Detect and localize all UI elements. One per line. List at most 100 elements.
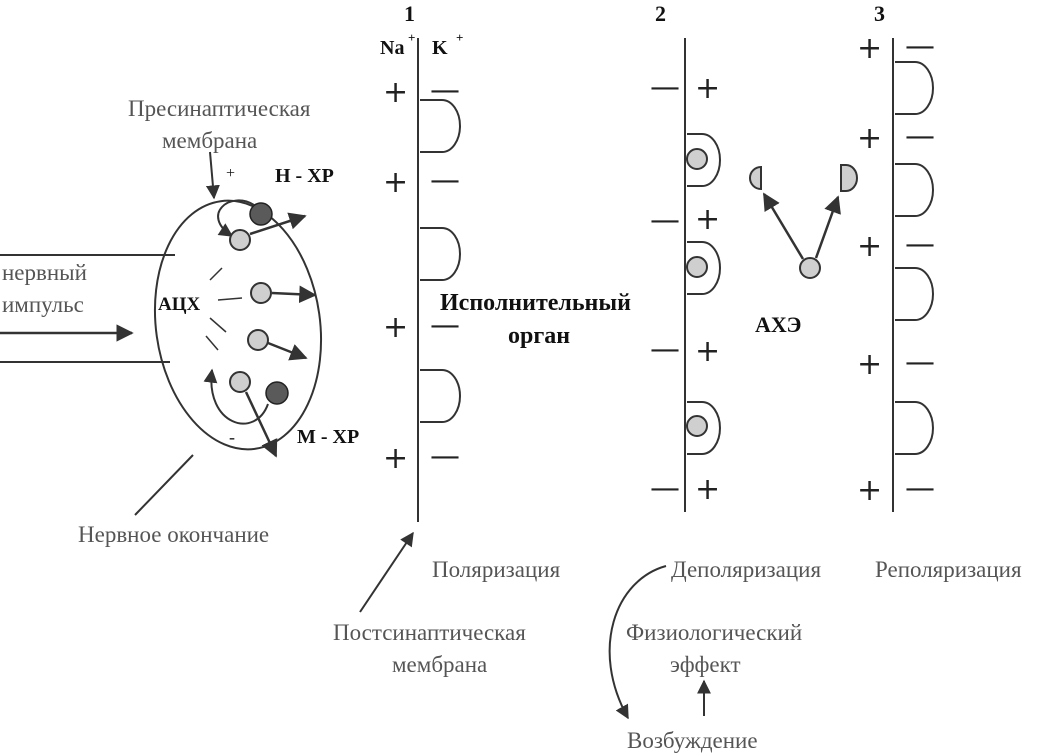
k-ion-label: K xyxy=(432,37,448,59)
plus-sign: + xyxy=(695,472,720,507)
na-ion-label: Na xyxy=(380,37,404,59)
minus-sign: — xyxy=(905,119,935,154)
ach-molecule-icon xyxy=(799,257,821,279)
n-receptor-icon xyxy=(249,202,273,226)
ache-label: АХЭ xyxy=(755,312,801,337)
plus-sign: + xyxy=(857,473,882,508)
plus-sign: + xyxy=(383,165,408,200)
m-receptor-label: М - ХР xyxy=(297,426,359,448)
polarization-label: Поляризация xyxy=(432,557,561,582)
plus-sign: + xyxy=(383,75,408,110)
minus-sign: — xyxy=(650,203,680,238)
bound-ach-icon xyxy=(686,148,708,170)
plus-sign: + xyxy=(695,334,720,369)
minus-sign: — xyxy=(650,70,680,105)
vesicle xyxy=(229,229,251,251)
minus-sign: — xyxy=(905,345,935,380)
ach-dash xyxy=(205,335,219,351)
plus-sign: + xyxy=(857,347,882,382)
minus-sign: — xyxy=(430,163,460,198)
ach-label: АЦХ xyxy=(158,294,201,315)
stage2-number: 2 xyxy=(655,1,666,26)
repolarization-label: Реполяризация xyxy=(875,557,1022,582)
release-arrow xyxy=(267,341,308,361)
m-receptor-icon xyxy=(265,381,289,405)
nerve-ending-label: Нервное окончание xyxy=(78,522,269,547)
na-ion-charge: + xyxy=(408,30,415,45)
presynaptic-label-line2: мембрана xyxy=(162,128,257,153)
receptor xyxy=(687,133,721,187)
plus-sign: + xyxy=(383,310,408,345)
plus-sign: + xyxy=(857,229,882,264)
acetate-fragment-icon xyxy=(840,164,858,192)
negative-feedback-arrow xyxy=(203,368,269,425)
receptor xyxy=(895,267,934,321)
presynaptic-terminal xyxy=(153,199,323,451)
release-arrow xyxy=(249,212,307,236)
postsynaptic-arrow xyxy=(359,531,414,613)
receptor xyxy=(895,163,934,217)
charges-stage2: — + — + — + — + xyxy=(650,70,720,507)
minus-sign: — xyxy=(430,308,460,343)
receptor xyxy=(420,369,461,423)
depolarization-label: Деполяризация xyxy=(671,557,821,582)
receptor xyxy=(687,241,721,295)
k-ion-charge: + xyxy=(456,30,463,45)
plus-sign: + xyxy=(383,441,408,476)
presynaptic-arrow xyxy=(205,151,220,200)
bound-ach-icon xyxy=(686,256,708,278)
plus-sign: + xyxy=(857,31,882,66)
ach-vesicles xyxy=(229,229,272,393)
minus-sign: — xyxy=(430,439,460,474)
stage1-number: 1 xyxy=(404,1,415,26)
minus-sign: — xyxy=(430,73,460,108)
nerve-ending xyxy=(0,199,323,451)
hydrolysis-arrow xyxy=(762,192,805,260)
minus-sign: — xyxy=(905,471,935,506)
receptors-stage2 xyxy=(686,133,721,455)
receptor xyxy=(895,401,934,455)
choline-fragment-icon xyxy=(749,165,762,191)
receptors-stage3 xyxy=(895,61,934,455)
charges-stage3: + — + — + — + — + — xyxy=(857,29,935,508)
minus-sign: — xyxy=(905,227,935,262)
hydrolysis-arrow xyxy=(814,195,841,259)
ach-dash xyxy=(209,317,227,333)
effector-label-line1: Исполнительный xyxy=(440,290,631,316)
nerve-impulse-label-line2: импульс xyxy=(2,292,84,317)
depolarization-to-excitation-arrow xyxy=(608,565,667,720)
plus-sign: + xyxy=(695,202,720,237)
nerve-ending-pointer xyxy=(134,454,194,516)
positive-feedback-sign: + xyxy=(226,165,235,182)
receptors-stage1 xyxy=(420,99,461,423)
bound-ach-icon xyxy=(686,415,708,437)
vesicle xyxy=(250,282,272,304)
plus-sign: + xyxy=(857,121,882,156)
positive-feedback-arrow xyxy=(217,199,255,237)
vesicle xyxy=(229,371,251,393)
receptor xyxy=(420,99,461,153)
physiological-effect-line1: Физиологический xyxy=(626,620,802,645)
ach-dash xyxy=(209,267,223,281)
release-arrow xyxy=(244,391,278,458)
effector-label-line2: орган xyxy=(508,323,570,349)
stage3-number: 3 xyxy=(874,1,885,26)
negative-feedback-sign: - xyxy=(229,427,235,447)
nerve-impulse-label-line1: нервный xyxy=(2,260,87,285)
minus-sign: — xyxy=(650,332,680,367)
minus-sign: — xyxy=(650,471,680,506)
receptor xyxy=(420,227,461,281)
n-receptor-label: Н - ХР xyxy=(275,165,334,187)
plus-sign: + xyxy=(695,71,720,106)
receptor xyxy=(895,61,934,115)
excitation-label: Возбуждение xyxy=(627,728,758,753)
minus-sign: — xyxy=(905,29,935,64)
receptor xyxy=(687,401,721,455)
presynaptic-label-line1: Пресинаптическая xyxy=(128,96,311,121)
charges-stage1: + — + — + — + — xyxy=(383,73,460,476)
release-arrow xyxy=(271,285,317,304)
postsynaptic-label-line2: мембрана xyxy=(392,652,487,677)
ache-hydrolysis xyxy=(749,164,858,279)
